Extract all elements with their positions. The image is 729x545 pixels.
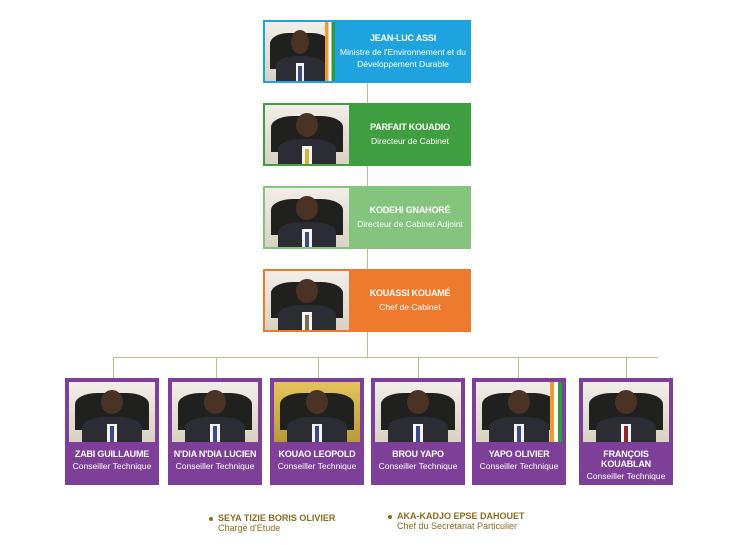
minister-box: JEAN-LUC ASSI Ministre de l'Environnemen… (263, 20, 471, 83)
advisor-card-3: KOUAO LEOPOLD Conseiller Technique (270, 378, 364, 485)
deputy-director-box: KODEHI GNAHORÉ Directeur de Cabinet Adjo… (263, 186, 471, 249)
bullet-icon (209, 516, 213, 521)
footer-name-2: AKA-KADJO EPSE DAHOUET (397, 511, 525, 521)
footer-name-1: SEYA TIZIE BORIS OLIVIER (218, 513, 336, 523)
chief-of-staff-name: KOUASSI KOUAMÉ (369, 288, 451, 298)
advisor-role-3: Conseiller Technique (277, 461, 357, 471)
advisor-role-1: Conseiller Technique (72, 461, 152, 471)
director-role: Directeur de Cabinet (371, 136, 449, 146)
advisor-name-6: FRANÇOIS KOUABLAN (601, 449, 651, 469)
advisor-name-1: ZABI GUILLAUME (74, 449, 150, 459)
minister-role: Ministre de l'Environnement et du Dévelo… (340, 47, 466, 69)
advisor-name-4: BROU YAPO (392, 449, 444, 459)
advisor-photo-3 (274, 382, 360, 442)
deputy-director-name: KODEHI GNAHORÉ (369, 205, 451, 215)
advisor-card-4: BROU YAPO Conseiller Technique (371, 378, 465, 485)
deputy-director-role: Directeur de Cabinet Adjoint (357, 219, 463, 229)
advisor-role-2: Conseiller Technique (175, 461, 255, 471)
advisor-name-3: KOUAO LEOPOLD (278, 449, 356, 459)
connector-drop-6 (626, 357, 627, 378)
advisor-photo-4 (375, 382, 461, 442)
advisor-photo-2 (172, 382, 258, 442)
chief-of-staff-role: Chef de Cabinet (379, 302, 441, 312)
advisor-name-5: YAPO OLIVIER (488, 449, 550, 459)
advisor-role-6: Conseiller Technique (586, 471, 666, 481)
director-name: PARFAIT KOUADIO (370, 122, 450, 132)
footer-role-1: Chargé d'Etude (218, 523, 281, 533)
connector-drop-5 (518, 357, 519, 378)
minister-name: JEAN-LUC ASSI (369, 33, 437, 43)
advisor-name-2: N'DIA N'DIA LUCIEN (173, 449, 257, 459)
advisor-card-5: YAPO OLIVIER Conseiller Technique (472, 378, 566, 485)
advisor-photo-5 (476, 382, 562, 442)
chief-of-staff-box: KOUASSI KOUAMÉ Chef de Cabinet (263, 269, 471, 332)
advisor-role-4: Conseiller Technique (378, 461, 458, 471)
connector-drop-2 (216, 357, 217, 378)
director-box: PARFAIT KOUADIO Directeur de Cabinet (263, 103, 471, 166)
director-photo (265, 105, 349, 164)
advisor-card-1: ZABI GUILLAUME Conseiller Technique (65, 378, 159, 485)
connector-drop-3 (318, 357, 319, 378)
footer-role-2: Chef du Secrétariat Particulier (397, 521, 518, 531)
bullet-icon (388, 514, 392, 519)
connector-drop-1 (113, 357, 114, 378)
advisor-role-5: Conseiller Technique (479, 461, 559, 471)
footer-staff-2: AKA-KADJO EPSE DAHOUET Chef du Secrétari… (388, 511, 525, 531)
deputy-director-photo (265, 188, 349, 247)
minister-photo (265, 22, 335, 81)
footer-staff-1: SEYA TIZIE BORIS OLIVIER Chargé d'Etude (209, 513, 335, 533)
advisor-photo-6 (583, 382, 669, 442)
connector-horizontal-advisors (113, 357, 658, 358)
advisor-card-2: N'DIA N'DIA LUCIEN Conseiller Technique (168, 378, 262, 485)
chief-of-staff-photo (265, 271, 349, 330)
advisor-photo-1 (69, 382, 155, 442)
connector-drop-4 (418, 357, 419, 378)
advisor-card-6: FRANÇOIS KOUABLAN Conseiller Technique (579, 378, 673, 485)
